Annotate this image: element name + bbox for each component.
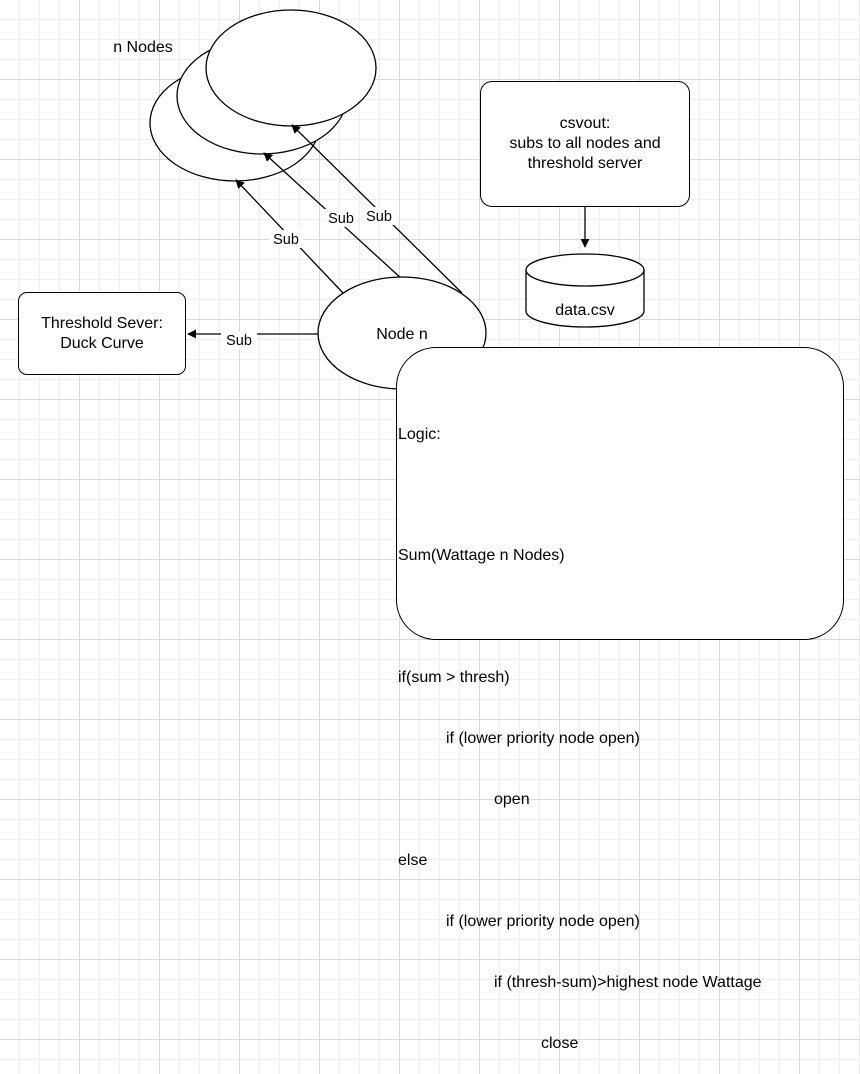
threshold-server-title: Threshold Sever: bbox=[41, 314, 163, 332]
threshold-server-box[interactable]: Threshold Sever: Duck Curve bbox=[18, 292, 186, 375]
sub-label-threshold: Sub bbox=[226, 333, 252, 349]
node-n-label: Node n bbox=[376, 326, 428, 343]
threshold-server-subtitle: Duck Curve bbox=[60, 334, 144, 352]
logic-line: if (thresh-sum)>highest node Wattage bbox=[494, 973, 762, 991]
logic-line bbox=[398, 607, 843, 627]
sub-label-3: Sub bbox=[366, 209, 392, 225]
logic-line: close bbox=[541, 1034, 579, 1052]
sub-label-bg-1 bbox=[269, 230, 303, 248]
sub-label-1: Sub bbox=[273, 232, 299, 248]
csvout-title: csvout: bbox=[559, 115, 611, 132]
n-nodes-label: n Nodes bbox=[113, 39, 173, 56]
csvout-desc-line-1: subs to all nodes and bbox=[509, 135, 661, 152]
logic-line: Sum(Wattage n Nodes) bbox=[398, 547, 565, 565]
sub-label-2: Sub bbox=[328, 211, 354, 227]
logic-line: else bbox=[398, 851, 428, 869]
datastore-cylinder-top bbox=[525, 253, 645, 287]
logic-line: Logic: bbox=[398, 425, 441, 443]
csvout-desc-line-2: threshold server bbox=[527, 155, 643, 172]
node-ellipse-front[interactable] bbox=[205, 9, 377, 127]
datastore-label: data.csv bbox=[555, 302, 615, 319]
csvout-box[interactable]: csvout: subs to all nodes and threshold … bbox=[480, 81, 690, 207]
sub-label-bg-2 bbox=[324, 209, 358, 227]
logic-line bbox=[398, 485, 843, 505]
logic-line: if(sum > thresh) bbox=[398, 669, 510, 687]
logic-line: if (lower priority node open) bbox=[446, 730, 640, 748]
sub-label-bg-3 bbox=[362, 207, 396, 225]
logic-line: if (lower priority node open) bbox=[446, 912, 640, 930]
logic-box[interactable]: Logic: Sum(Wattage n Nodes) if(sum > thr… bbox=[396, 347, 844, 1052]
sub-label-bg-threshold bbox=[221, 331, 257, 349]
logic-line: open bbox=[494, 790, 530, 808]
